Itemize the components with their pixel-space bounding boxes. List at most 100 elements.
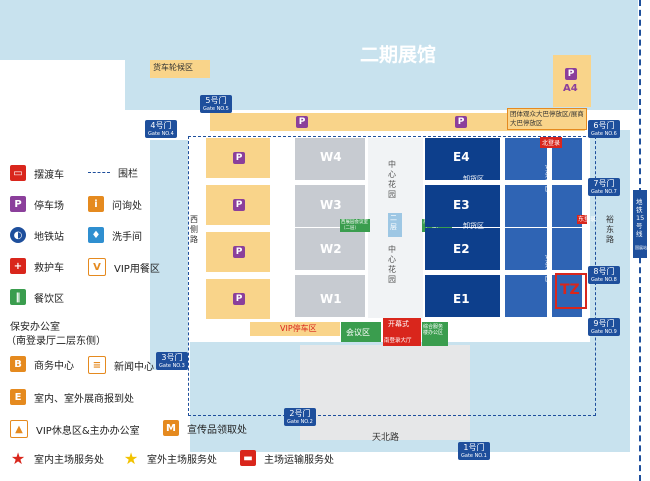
legend-ambulance: + 救护车	[10, 258, 64, 274]
center-ground	[300, 345, 470, 440]
hall-e4-label: E4	[453, 150, 470, 164]
legend-indoor-service: ★ 室内主场服务处	[10, 448, 104, 468]
hall-w2-label: W2	[320, 242, 342, 256]
security-title: 保安办公室	[10, 322, 60, 333]
metro-box	[633, 190, 647, 258]
metro-label: 地铁15号线	[636, 198, 645, 238]
group-bus-area	[507, 108, 587, 130]
legend-promo-pickup: M 宣传品领取处	[163, 420, 247, 436]
top-left-zone	[0, 0, 125, 60]
security-sub: （南登录厅二层东侧）	[6, 336, 106, 347]
registration-icon: E	[10, 389, 26, 405]
hall-w4-label: W4	[320, 150, 342, 164]
legend-registration: E 室内、室外展商报到处	[10, 389, 134, 405]
tz-label: TZ	[560, 282, 580, 298]
hall-e3-label: E3	[453, 198, 470, 212]
opening-label: 开幕式	[388, 320, 409, 328]
unloading-label-1: 卸货区	[463, 175, 484, 183]
north-hall-label: 北登录	[540, 137, 563, 148]
restroom-icon: ♦	[88, 227, 104, 243]
outdoor-block-5	[505, 228, 547, 270]
west-road-label: 西侧路	[190, 215, 198, 244]
promo-pickup-icon: M	[163, 420, 179, 436]
parking-icon: P	[233, 246, 245, 258]
legend-subway: ◐ 地铁站	[10, 227, 64, 243]
hall-e1-label: E1	[453, 292, 470, 306]
central-garden-top: 中心花园	[388, 160, 396, 199]
legend-vip-lounge: ▲ VIP休息区&主办办公室	[10, 420, 140, 438]
legend-shuttle: ▭ 摆渡车	[10, 165, 64, 181]
legend-restroom: ♦ 洗手间	[88, 227, 142, 243]
yellow-star-icon: ★	[123, 448, 139, 468]
east-hall-label: 东登录	[577, 215, 597, 224]
hall-w3-label: W3	[320, 198, 342, 212]
parking-icon: P	[233, 293, 245, 305]
vip-dining-icon: V	[88, 258, 106, 276]
business-center-icon: B	[10, 356, 26, 372]
hall-w1-label: W1	[320, 292, 342, 306]
hall-e2-label: E2	[453, 242, 470, 256]
red-star-icon: ★	[10, 448, 26, 468]
hall-w4	[295, 138, 365, 180]
outdoor-block-6	[552, 228, 582, 270]
parking-icon: P	[10, 196, 26, 212]
vip-parking	[250, 322, 340, 336]
metro-station-label: 国展站	[635, 245, 647, 250]
hall-e4	[425, 138, 500, 180]
ambulance-icon: +	[10, 258, 26, 274]
meeting-area-label: 会议区	[346, 328, 370, 337]
east-road-label: 裕东路	[606, 215, 614, 244]
legend-transport-service: ▬ 主场运输服务处	[240, 450, 334, 466]
hall-e2	[425, 228, 500, 270]
outdoor-block-7	[505, 275, 547, 317]
legend-news-center: ≡ 新闻中心	[88, 356, 154, 374]
unloading-label-2: 卸货区	[463, 222, 484, 230]
vip-lounge-icon: ▲	[10, 420, 28, 438]
service-office-label: 综合服务楼办公区	[423, 324, 444, 336]
legend-business-center: B 商务中心	[10, 356, 74, 372]
parking-icon: P	[233, 152, 245, 164]
truck-waiting-label: 货车轮候区	[153, 63, 193, 72]
legend-vip-dining: V VIP用餐区	[88, 258, 160, 276]
tianbei-road-label: 天北路	[372, 433, 400, 443]
outdoor-block-8	[552, 275, 582, 317]
legend-info: i 问询处	[88, 196, 142, 212]
group-bus-label: 团体观众大巴停放区/展商大巴停放区	[510, 110, 584, 127]
west-office-label: 西展园会议室（二层）	[341, 220, 368, 231]
info-icon: i	[88, 196, 104, 212]
hall-a4	[553, 55, 591, 107]
fence-icon	[88, 172, 110, 173]
tz-box	[555, 273, 587, 309]
legend-fence: 围栏	[88, 165, 138, 180]
hall-e3	[425, 185, 500, 227]
phase2-hall-title: 二期展馆	[360, 44, 437, 66]
second-floor-label: 二层	[390, 214, 397, 231]
bus-icon: ▭	[10, 165, 26, 181]
service-office	[422, 322, 448, 346]
hall-a4-label: A4	[563, 83, 578, 94]
second-floor-box	[388, 213, 402, 237]
meeting-area	[341, 322, 381, 342]
parking-icon: P	[296, 116, 308, 128]
right-zone	[590, 130, 630, 355]
legend-outdoor-service: ★ 室外主场服务处	[123, 448, 217, 468]
parking-icon: P	[565, 68, 577, 80]
outdoor-label-1: 室外展区	[545, 165, 552, 193]
opening-box	[383, 318, 421, 346]
truck-icon: ▬	[240, 450, 256, 466]
subway-icon: ◐	[10, 227, 26, 243]
left-zone	[150, 140, 188, 370]
vip-parking-label: VIP停车区	[280, 324, 317, 333]
central-garden-bottom: 中心花园	[388, 245, 396, 284]
outdoor-block-3	[505, 185, 547, 227]
dining-icon: ‖	[10, 289, 26, 305]
